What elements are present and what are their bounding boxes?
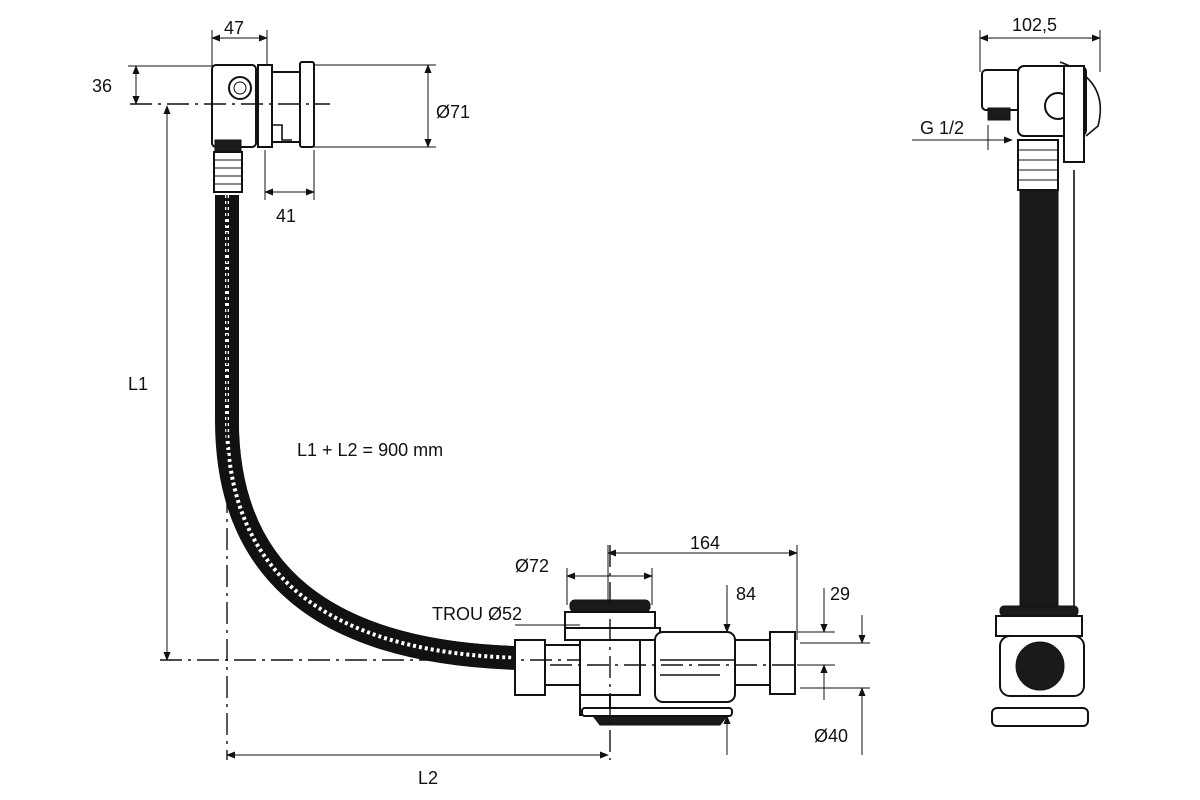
corrugated-hose xyxy=(215,195,521,670)
dimension-47: 47 xyxy=(211,18,268,66)
front-view: 47 36 Ø71 41 L1 L1 + L2 = 900 mm xyxy=(92,18,870,788)
dimension-40: Ø40 xyxy=(800,615,870,755)
dim-29-label: 29 xyxy=(830,584,850,604)
dimension-102: 102,5 xyxy=(979,15,1101,72)
dim-40-label: Ø40 xyxy=(814,726,848,746)
side-hose xyxy=(1019,189,1059,611)
dimension-41: 41 xyxy=(264,150,315,226)
dimension-l2: L2 xyxy=(226,751,609,788)
dim-71-label: Ø71 xyxy=(436,102,470,122)
dim-47-label: 47 xyxy=(224,18,244,38)
dim-l1-label: L1 xyxy=(128,374,148,394)
dim-l2-label: L2 xyxy=(418,768,438,788)
dimension-72: Ø72 xyxy=(515,556,653,605)
thread-annotation: G 1/2 xyxy=(912,118,1013,150)
dimension-l1: L1 xyxy=(128,105,171,661)
dimension-29: 29 xyxy=(797,584,850,700)
hole-label: TROU Ø52 xyxy=(432,604,522,624)
dimension-71: Ø71 xyxy=(314,64,470,148)
dim-84-label: 84 xyxy=(736,584,756,604)
thread-label: G 1/2 xyxy=(920,118,964,138)
dim-164-label: 164 xyxy=(690,533,720,553)
dimension-164: 164 xyxy=(607,533,798,640)
side-overflow-head xyxy=(981,61,1102,191)
overflow-head xyxy=(211,61,315,193)
side-waste xyxy=(991,605,1089,727)
dim-41-label: 41 xyxy=(276,206,296,226)
hole-annotation: TROU Ø52 xyxy=(432,604,580,626)
dimension-36: 36 xyxy=(92,65,212,105)
dim-36-label: 36 xyxy=(92,76,112,96)
dim-72-label: Ø72 xyxy=(515,556,549,576)
length-formula: L1 + L2 = 900 mm xyxy=(297,440,443,460)
waste-body xyxy=(514,599,796,726)
dim-102-label: 102,5 xyxy=(1012,15,1057,35)
side-view: 102,5 G 1/2 xyxy=(912,15,1102,727)
dimension-84: 84 xyxy=(723,584,756,755)
